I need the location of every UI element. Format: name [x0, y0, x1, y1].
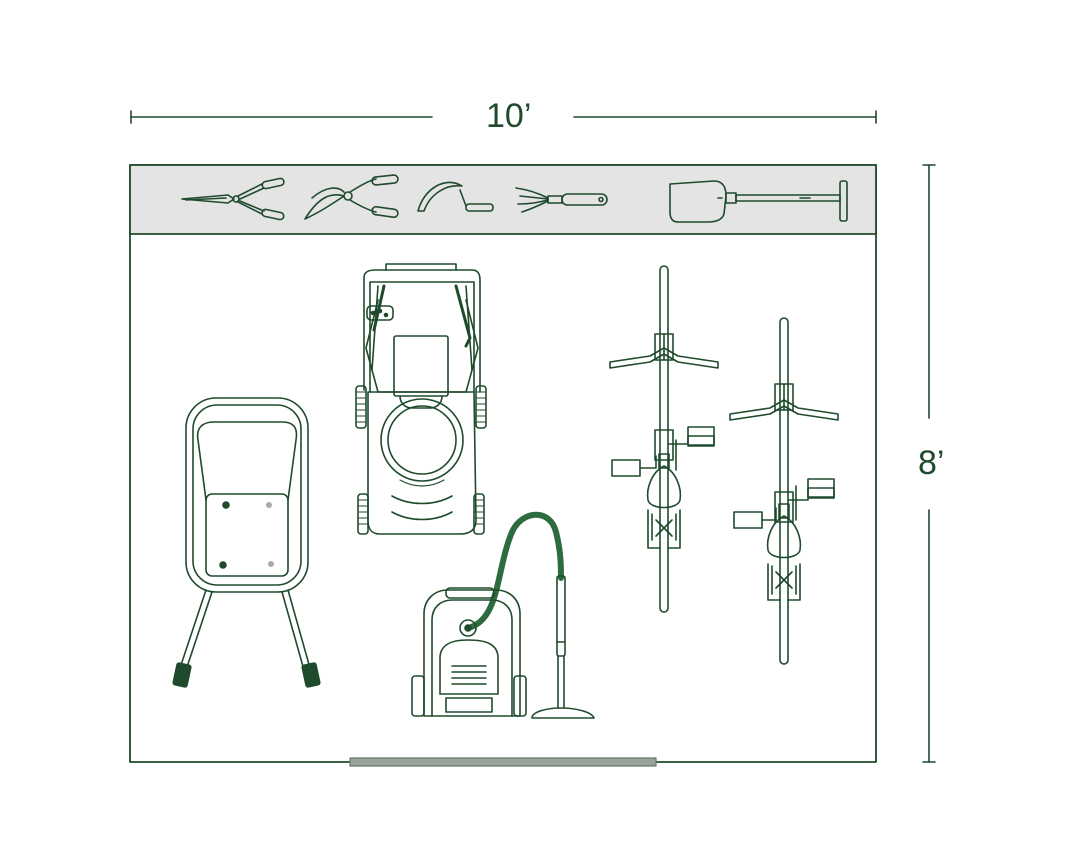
tool-shelf: [129, 164, 877, 235]
lawn-mower-icon: [355, 263, 487, 535]
wheelbarrow-icon: [172, 397, 321, 688]
height-dimension-label: 8’: [918, 444, 945, 482]
bicycle-icon: [729, 317, 839, 665]
hand-rake-icon: [515, 187, 608, 213]
shovel-icon: [669, 180, 848, 223]
width-dimension-label: 10’: [486, 97, 532, 135]
room-outline: [129, 164, 877, 763]
vacuum-cleaner-icon: [411, 511, 595, 719]
width-dimension: [130, 110, 877, 124]
pruning-shears-icon: [304, 174, 399, 220]
sickle-icon: [417, 181, 494, 212]
hedge-shears-icon: [181, 177, 285, 221]
bicycle-icon: [609, 265, 719, 613]
height-dimension: [922, 164, 936, 763]
garage-door: [349, 757, 657, 767]
